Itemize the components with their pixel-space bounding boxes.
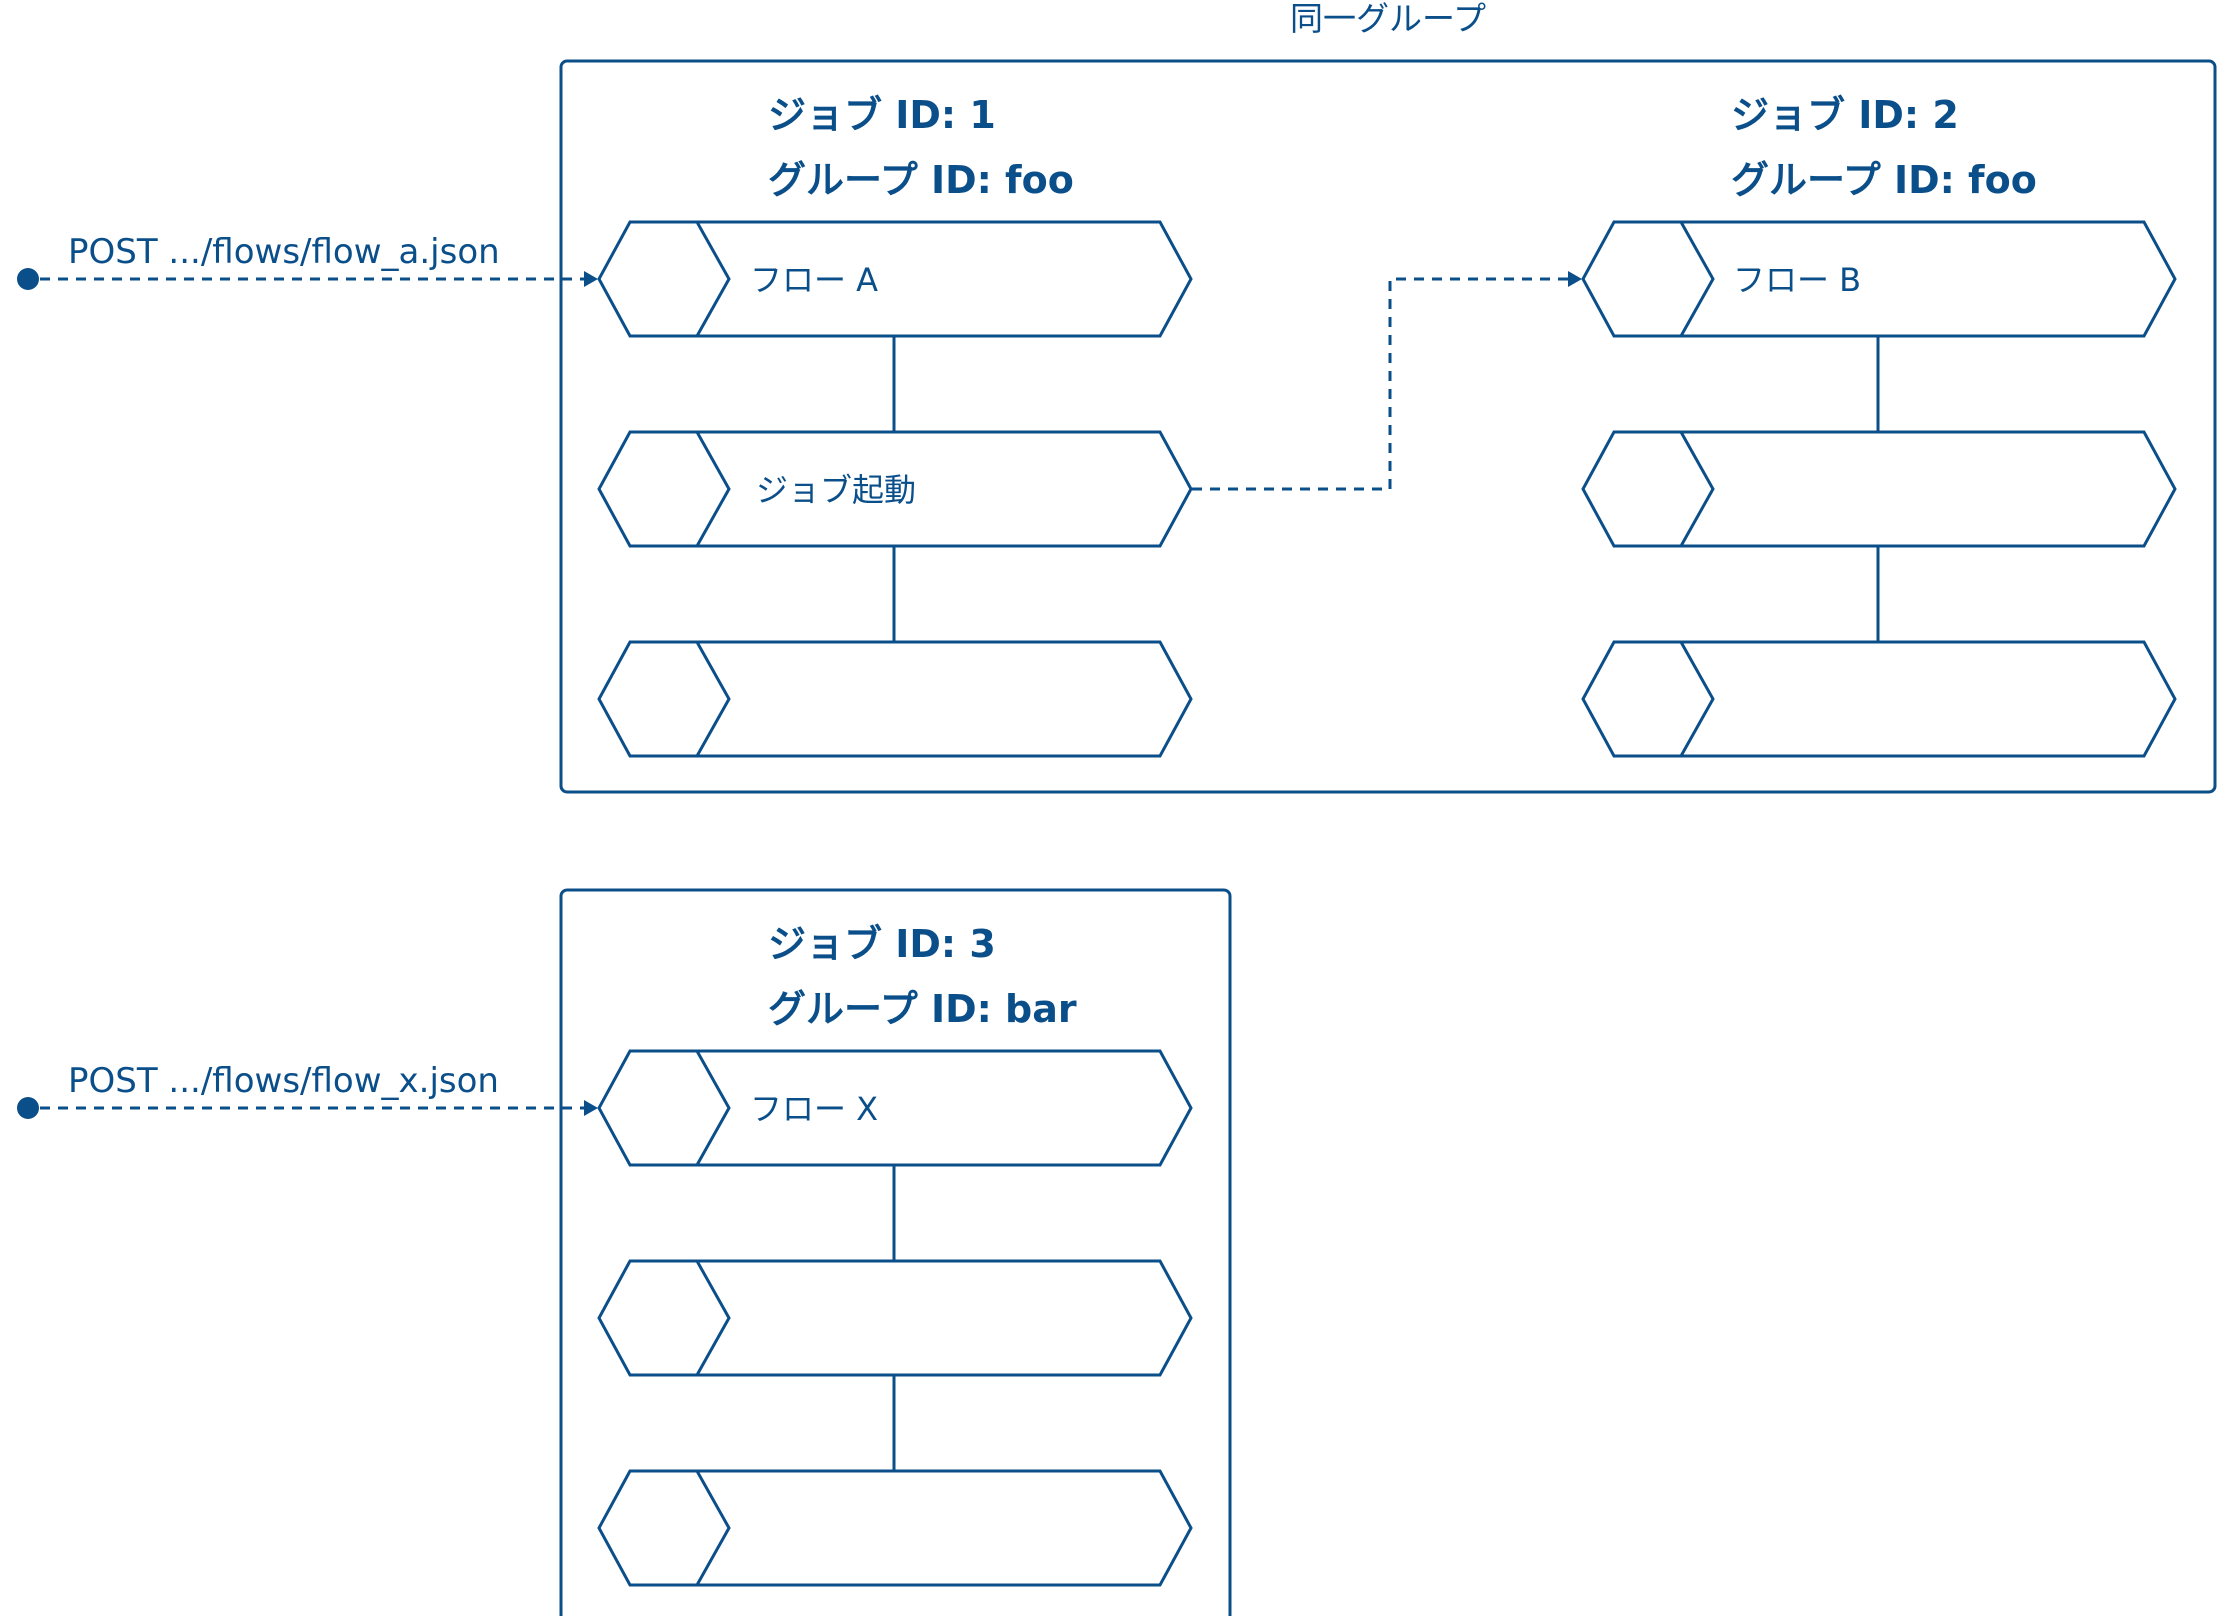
job-1-step-1: フロー A (597, 220, 1193, 338)
job-2-step-2 (1581, 430, 2177, 548)
job-1-group-id-label: グループ ID: foo (768, 158, 1074, 202)
request-a-arrowhead-icon (584, 271, 598, 287)
job-2-step-3 (1581, 640, 2177, 758)
request-a-label: POST .../flows/flow_a.json (68, 232, 500, 272)
job-2-step-1: フロー B (1581, 220, 2177, 338)
request-x-label: POST .../flows/flow_x.json (68, 1061, 499, 1101)
job-3-step-2 (597, 1259, 1193, 1377)
job-3-id-label: ジョブ ID: 3 (768, 922, 996, 966)
job-2-group-id-label: グループ ID: foo (1731, 158, 2037, 202)
job-1-step-3 (597, 640, 1193, 758)
job-2: ジョブ ID: 2 グループ ID: foo フロー B (1581, 93, 2177, 758)
job-3-frame (559, 888, 1232, 1616)
same-group-frame (559, 59, 2217, 794)
job-1-id-label: ジョブ ID: 1 (768, 93, 996, 137)
job-2-step-1-label: フロー B (1733, 261, 1861, 299)
job-3-step-1-label: フロー X (750, 1090, 878, 1128)
job-3-step-3 (597, 1469, 1193, 1587)
job-1: ジョブ ID: 1 グループ ID: foo フロー A ジョブ起動 (597, 93, 1193, 758)
request-x-start-dot (17, 1097, 39, 1119)
job-3-group-id-label: グループ ID: bar (768, 987, 1077, 1031)
same-group-label: 同一グループ (1290, 0, 1486, 38)
job-launch-link (1192, 271, 1582, 491)
job-2-id-label: ジョブ ID: 2 (1731, 93, 1959, 137)
request-flow-a: POST .../flows/flow_a.json (17, 232, 598, 290)
job-1-step-1-label: フロー A (750, 261, 878, 299)
request-flow-x: POST .../flows/flow_x.json (17, 1061, 598, 1119)
request-x-arrowhead-icon (584, 1100, 598, 1116)
job-1-step-2: ジョブ起動 (597, 430, 1193, 548)
job-1-step-2-label: ジョブ起動 (756, 471, 916, 509)
job-3-step-1: フロー X (597, 1049, 1193, 1167)
job-launch-arrowhead-icon (1568, 271, 1582, 287)
job-3: ジョブ ID: 3 グループ ID: bar フロー X (597, 922, 1193, 1587)
job-launch-arrow-line (1192, 277, 1568, 491)
request-a-start-dot (17, 268, 39, 290)
